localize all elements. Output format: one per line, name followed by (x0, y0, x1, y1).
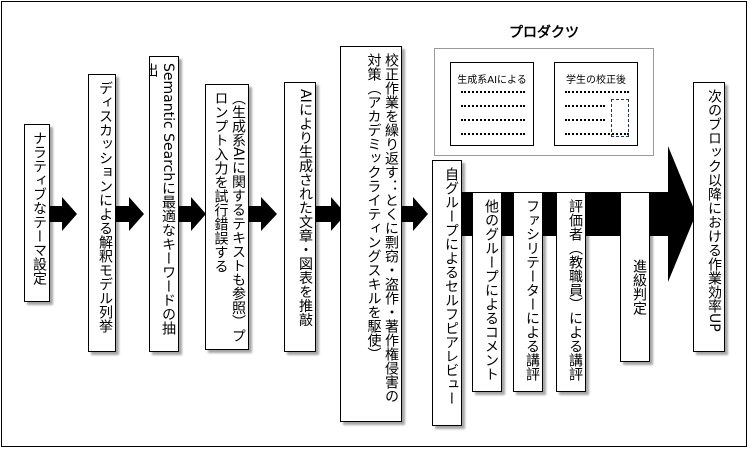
step-other-group-comments: 他のグループによるコメント (472, 192, 502, 392)
step-text: ナラティブなテーマ設定 (31, 131, 47, 285)
step-facilitator-review: ファシリテーターによる講評 (513, 192, 543, 392)
doc-student-corrected: 学生の校正後 (554, 62, 638, 146)
step-text: ディスカッションによる解釈モデル列挙 (97, 81, 113, 333)
doc-line (461, 119, 525, 121)
step-text: ファシリテーターによる講評 (524, 199, 540, 381)
step-text: 自グループによるセルフピアレビュー (443, 167, 459, 405)
step-keyword-extraction: Semantic Searchに最適なキーワードの抽出 (149, 56, 179, 352)
arrow-3 (175, 197, 206, 231)
step-text: 他のグループによるコメント (483, 199, 499, 381)
step-text: 次のブロック以降における作業効率UP (706, 89, 722, 332)
step-evaluator-review: 評価者（教職員）による講評 (556, 192, 586, 392)
arrow-2 (114, 197, 144, 231)
step-text: Semantic Searchに最適なキーワードの抽出 (149, 63, 176, 336)
arrow-4 (245, 197, 277, 231)
step-text: 評価者（教職員）による講評 (567, 199, 583, 381)
arrow-5 (315, 197, 346, 231)
step-self-peer-review: 自グループによるセルフピアレビュー (432, 160, 462, 426)
doc-line (565, 91, 629, 93)
step-text: 校正作業を繰り返す：とくに剽窃・盗作・著作権侵害の対策（アカデミックライティング… (365, 53, 400, 403)
doc-ai-generated-title: 生成系AIによる (457, 75, 527, 86)
arrow-1 (46, 197, 77, 231)
step-text: AIにより生成された文章・図表を推敲 (297, 89, 313, 327)
doc-student-corrected-title: 学生の校正後 (566, 75, 626, 86)
step-efficiency-up: 次のブロック以降における作業効率UP (693, 82, 725, 352)
arrow-6 (400, 197, 428, 231)
doc-line (565, 133, 629, 135)
step-text: 進級判定 (631, 259, 647, 315)
step-promotion-decision: 進級判定 (620, 192, 650, 362)
products-title: プロダクツ (509, 25, 579, 41)
step-discussion-models: ディスカッションによる解釈モデル列挙 (88, 74, 116, 352)
doc-line (565, 105, 605, 107)
doc-line (461, 91, 525, 93)
step-prompt-trial: （生成系AIに関するテキストも参照）プロンプト入力を試行錯誤する (205, 84, 249, 350)
step-narrative-theme: ナラティブなテーマ設定 (24, 124, 50, 302)
step-proofreading: 校正作業を繰り返す：とくに剽窃・盗作・著作権侵害の対策（アカデミックライティング… (340, 46, 402, 422)
step-refine-output: AIにより生成された文章・図表を推敲 (284, 82, 316, 352)
doc-line (461, 133, 525, 135)
doc-ai-generated: 生成系AIによる (450, 62, 534, 146)
doc-line (565, 119, 605, 121)
correction-highlight (611, 99, 629, 137)
doc-line (461, 105, 525, 107)
step-text: （生成系AIに関するテキストも参照）プロンプト入力を試行錯誤する (212, 91, 247, 343)
